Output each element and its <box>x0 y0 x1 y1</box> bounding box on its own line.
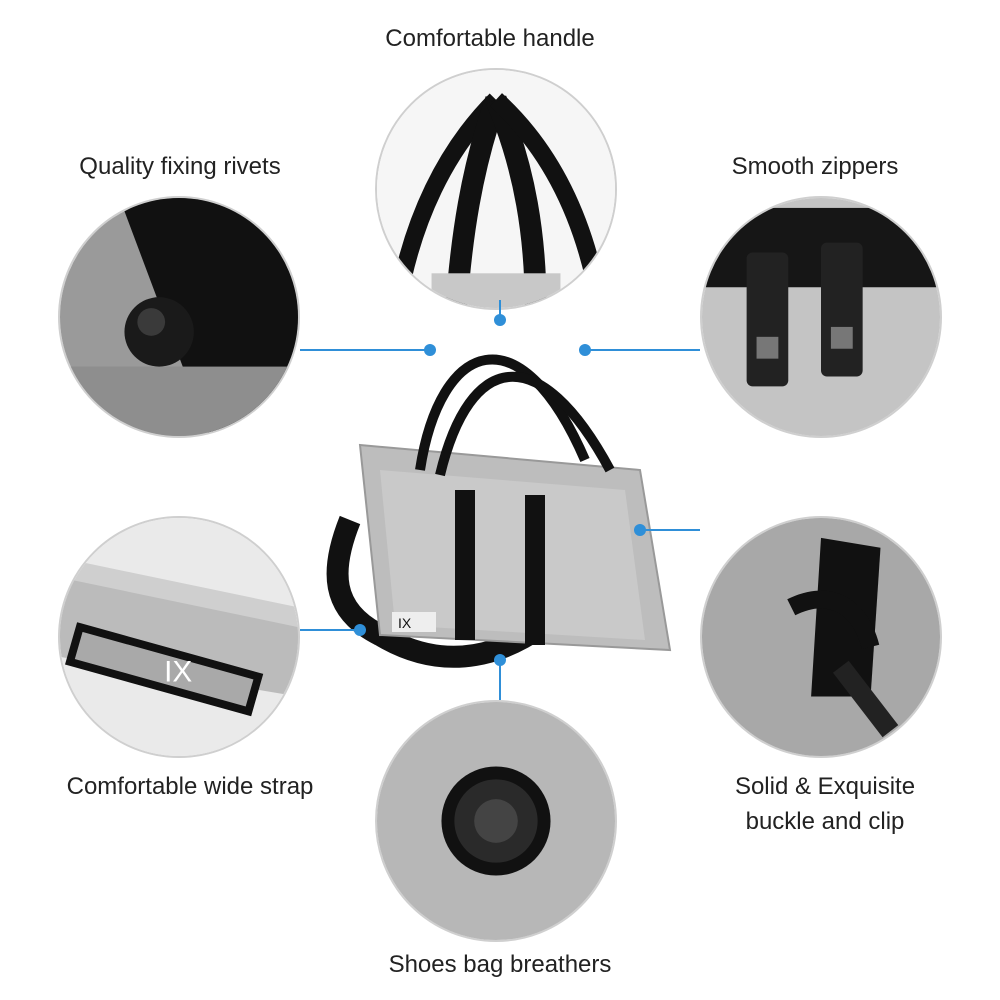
rivets-callout-dot <box>424 344 436 356</box>
strap-detail-image: IX <box>58 516 300 758</box>
svg-text:IX: IX <box>164 656 192 689</box>
label-smooth-zippers: Smooth zippers <box>731 153 899 180</box>
rivets-detail-image <box>58 196 300 438</box>
label-buckle-and-clip: buckle and clip <box>745 808 905 835</box>
label-quality-fixing-rivets: Quality fixing rivets <box>79 153 281 180</box>
handle-detail-image <box>375 68 617 310</box>
zippers-detail-image <box>700 196 942 438</box>
breathers-callout-dot <box>494 654 506 666</box>
label-solid-exquisite: Solid & Exquisite <box>734 773 916 800</box>
label-comfortable-handle: Comfortable handle <box>385 25 595 52</box>
bag-logo-text: IX <box>398 615 412 631</box>
leader-lines <box>300 300 700 700</box>
handle-callout-dot <box>494 314 506 326</box>
duffel-bag-image: IX <box>326 354 672 668</box>
buckle-callout-dot <box>634 524 646 536</box>
zippers-callout-dot <box>579 344 591 356</box>
breathers-detail-image <box>375 700 617 942</box>
strap-callout-dot <box>354 624 366 636</box>
buckle-detail-image <box>700 516 942 758</box>
label-comfortable-wide-strap: Comfortable wide strap <box>66 773 314 800</box>
label-shoes-bag-breathers: Shoes bag breathers <box>388 951 612 978</box>
